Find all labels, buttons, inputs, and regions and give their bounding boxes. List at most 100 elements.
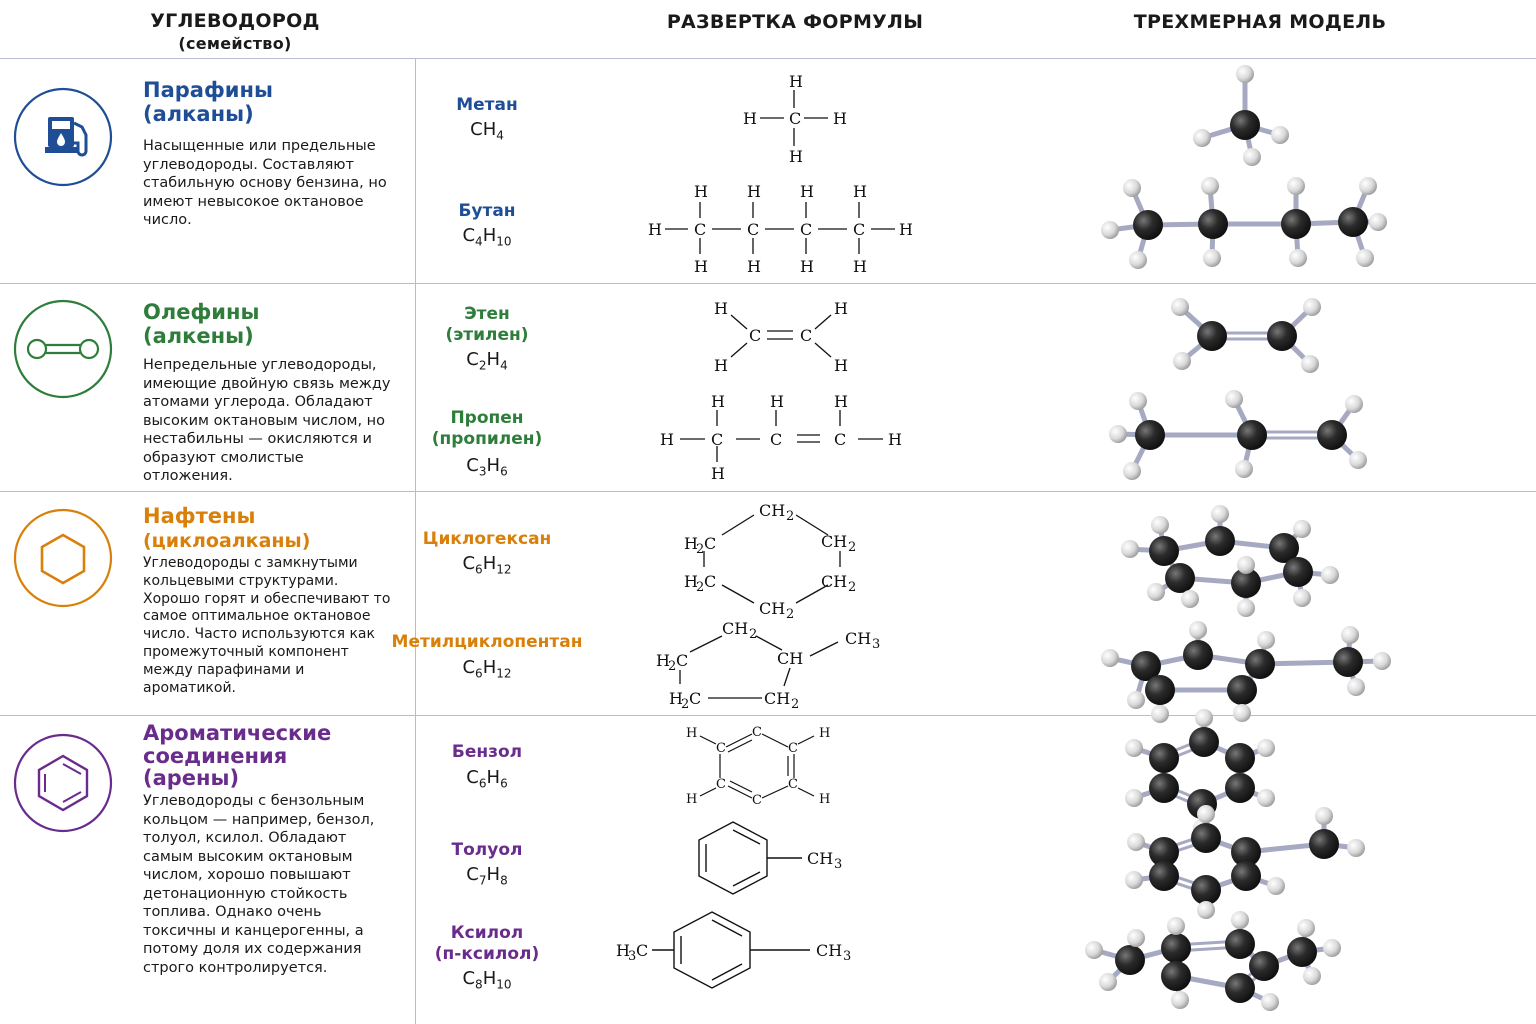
compound-formula: CH4 [387, 119, 587, 147]
column-divider [415, 58, 416, 1024]
atom-label: C [689, 689, 701, 708]
carbon-atom [1161, 961, 1191, 991]
compound-name-line: (пропилен) [431, 429, 543, 449]
carbon-atom [1281, 209, 1311, 239]
atom-label: CH [759, 599, 785, 618]
atom-label: H [686, 792, 697, 807]
carbon-atom [1149, 773, 1179, 803]
formula-part: C [462, 225, 476, 246]
hydrogen-atom [1289, 249, 1307, 267]
hydrogen-atom [1225, 390, 1243, 408]
hydrogen-atom [1211, 505, 1229, 523]
column-title-3d-model: ТРЕХМЕРНАЯ МОДЕЛЬ [1133, 11, 1387, 33]
methane-3d-model [1193, 65, 1289, 166]
carbon-atom [1205, 526, 1235, 556]
hydrogen-atom [1293, 589, 1311, 607]
formula-sub: 6 [475, 666, 483, 681]
carbon-atom [1189, 727, 1219, 757]
atom-label: H [684, 534, 698, 553]
atom-subscript: 2 [696, 542, 704, 557]
formula-part: H [486, 864, 501, 885]
atom-label: CH [821, 572, 847, 591]
hydrogen-atom [1257, 631, 1275, 649]
atom-subscript: 2 [696, 580, 704, 595]
propene-structural-formula: H H H C C C H H H [660, 392, 902, 483]
hydrogen-atom [1147, 583, 1165, 601]
compound-name-methane: Метан [456, 95, 518, 115]
carbon-atom [1149, 743, 1179, 773]
atom-subscript: 2 [848, 580, 856, 595]
compound-formula: C6H6 [387, 767, 587, 795]
butane-3d-model [1101, 177, 1387, 269]
atom-label: C [636, 941, 648, 960]
ethene-structural-formula: H H H H C C [714, 299, 848, 375]
formula-sub: 3 [478, 464, 487, 479]
compound-name-benzene: Бензол [451, 742, 523, 762]
hydrogen-atom [1121, 540, 1139, 558]
hydrogen-atom [1189, 621, 1207, 639]
hydrogen-atom [1303, 967, 1321, 985]
family-title-line: соединения [143, 743, 288, 768]
family-title-line: Ароматические [143, 721, 332, 745]
atom-label: H [853, 257, 867, 276]
atom-label: H [833, 109, 847, 128]
fuel-pump-icon [13, 87, 113, 187]
carbon-atom [1225, 773, 1255, 803]
atom-label: CH [845, 629, 871, 648]
cyclohexane-3d-model [1121, 505, 1339, 617]
formula-part: C [462, 553, 476, 574]
carbon-atom [1267, 321, 1297, 351]
atom-label: H [800, 182, 814, 201]
compound-name-butane: Бутан [458, 201, 516, 221]
atom-label: H [834, 299, 848, 318]
hydrogen-atom [1195, 709, 1213, 727]
carbon-atom [1183, 640, 1213, 670]
hydrogen-atom [1129, 251, 1147, 269]
atom-label: H [711, 392, 725, 411]
hydrogen-atom [1303, 298, 1321, 316]
formula-part: H [486, 349, 501, 370]
atom-label: C [716, 777, 726, 792]
compound-name-line: Пропен [450, 408, 524, 428]
hydrogen-atom [1243, 148, 1261, 166]
hydrogen-atom [1349, 451, 1367, 469]
carbon-atom [1245, 649, 1275, 679]
hexagon-icon [13, 508, 113, 608]
hydrogen-atom [1171, 991, 1189, 1009]
carbon-atom [1191, 875, 1221, 905]
formula-sub: 10 [496, 977, 512, 992]
hydrogen-atom [1233, 704, 1251, 722]
atom-label: H [770, 392, 784, 411]
family-description: Непредельные углеводороды, имеющие двойн… [143, 357, 391, 484]
3d-models-column [1085, 65, 1391, 1011]
column-title-hydrocarbon: УГЛЕВОДОРОД (семейство) [110, 10, 360, 54]
atom-label: H [819, 726, 830, 741]
carbon-atom [1161, 933, 1191, 963]
atom-label: CH [821, 532, 847, 551]
formula-part: H [482, 225, 497, 246]
atom-subscript: 2 [848, 540, 856, 555]
family-title-olefins: Олефины (алкены) [143, 300, 260, 348]
formula-sub: 8 [475, 977, 483, 992]
hydrogen-atom [1151, 705, 1169, 723]
formula-sub: 4 [475, 234, 483, 249]
family-title-line: (алкены) [143, 324, 254, 348]
family-title-line: (циклоалканы) [143, 530, 311, 552]
hydrogen-atom [1257, 739, 1275, 757]
atom-subscript: 2 [681, 697, 689, 712]
hydrogen-atom [1181, 590, 1199, 608]
hydrogen-atom [1287, 177, 1305, 195]
carbon-atom [1333, 647, 1363, 677]
atom-label: H [714, 356, 728, 375]
carbon-atom [1231, 568, 1261, 598]
atom-label: CH [759, 501, 785, 520]
hydrogen-atom [1293, 520, 1311, 538]
atom-label: H [899, 220, 913, 239]
hydrogen-atom [1085, 941, 1103, 959]
carbon-atom [1191, 823, 1221, 853]
ethene-3d-model [1171, 298, 1321, 373]
hydrogen-atom [1101, 649, 1119, 667]
carbon-atom [1225, 743, 1255, 773]
atom-label: H [789, 147, 803, 166]
